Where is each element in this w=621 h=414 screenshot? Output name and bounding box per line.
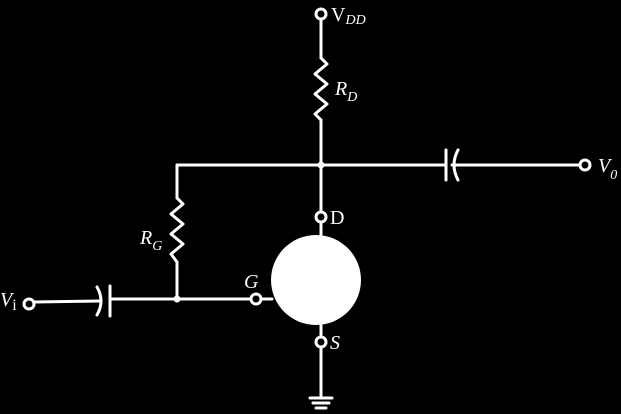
vi-label: Vi — [0, 289, 17, 314]
input-wire-left — [32, 299, 102, 304]
input-capacitor-plate-left — [95, 285, 103, 317]
vdd-label: VDD — [331, 4, 366, 28]
rg-label: RG — [139, 227, 162, 254]
drain-label: D — [330, 207, 344, 229]
rg-resistor — [169, 196, 185, 264]
rd-resistor — [313, 56, 329, 122]
vi-terminal — [22, 297, 36, 311]
vo-terminal — [578, 158, 592, 172]
vo-label: V0 — [598, 155, 617, 183]
transistor-body — [271, 235, 361, 325]
rd-label: RD — [334, 78, 357, 105]
gate-label: G — [244, 271, 259, 293]
drain-node-dot — [317, 161, 325, 169]
source-label: S — [330, 332, 340, 354]
